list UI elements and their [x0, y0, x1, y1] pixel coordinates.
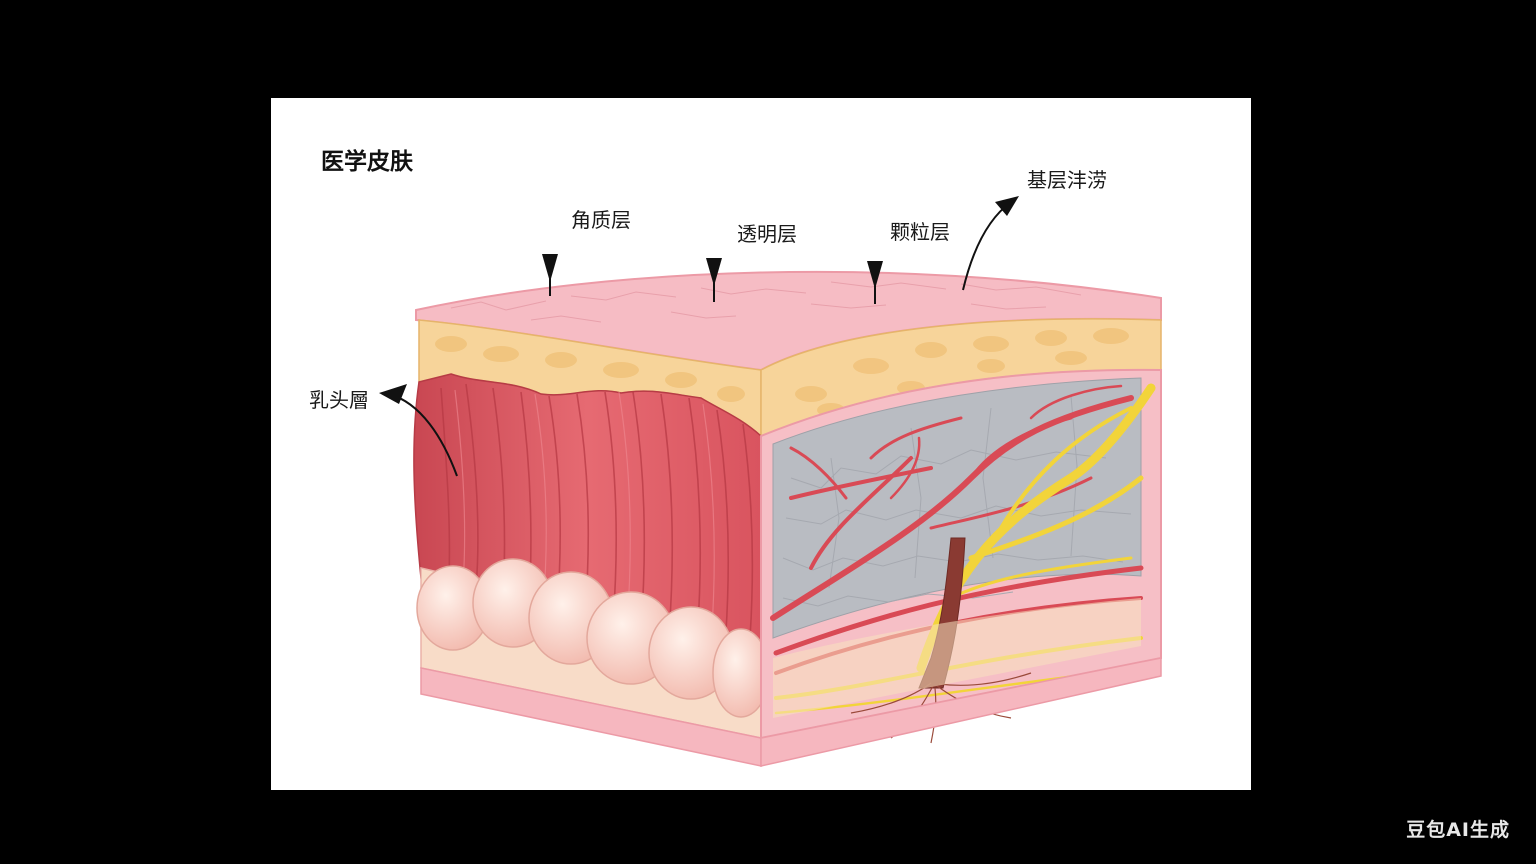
hair-follicle	[918, 537, 966, 689]
label-basal-layer: 基层沣涝	[1027, 168, 1107, 192]
label-papillary-layer: 乳头層	[309, 388, 369, 412]
label-stratum-granulosum: 颗粒层	[890, 220, 950, 244]
dermis-gray-region	[772, 377, 1142, 639]
arrowheads	[379, 196, 1019, 404]
fat-cells	[435, 328, 1129, 417]
dermis-cells	[782, 395, 1132, 607]
diagram-card: 医学皮肤 角质层 透明层 颗粒层 基层沣涝 乳头層	[271, 98, 1251, 790]
subcutis-right	[773, 598, 1141, 718]
label-stratum-corneum: 角质层	[571, 208, 631, 232]
watermark: 豆包AI生成	[1406, 819, 1510, 841]
surface-texture	[450, 281, 1082, 323]
label-stratum-lucidum: 透明层	[737, 222, 797, 246]
fat-lobules	[416, 558, 770, 718]
skin-cross-section-diagram	[379, 196, 1162, 767]
diagram-title: 医学皮肤	[321, 149, 413, 175]
bottom-layer-right	[760, 657, 1162, 767]
